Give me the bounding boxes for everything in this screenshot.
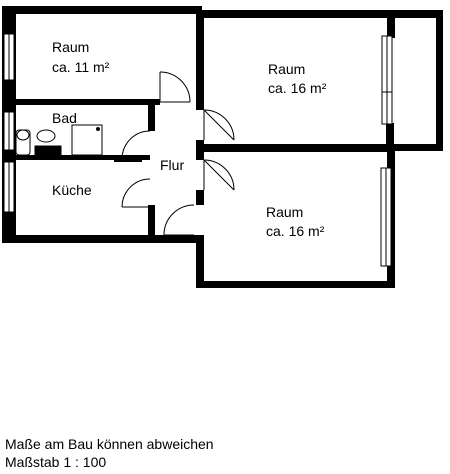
scale-text: Maßstab 1 : 100 xyxy=(5,454,107,470)
room-name-top-left: Raum xyxy=(52,39,89,55)
kitchen-fixtures xyxy=(114,159,142,162)
room-name-kitchen: Küche xyxy=(52,182,92,198)
room-area-bottom-right: ca. 16 m² xyxy=(266,223,325,239)
counter-icon xyxy=(114,159,142,162)
sink-icon xyxy=(34,145,62,157)
room-name-hallway: Flur xyxy=(160,157,184,173)
bathroom-fixtures xyxy=(15,124,103,157)
disclaimer-text: Maße am Bau können abweichen xyxy=(5,436,214,452)
room-name-bottom-right: Raum xyxy=(266,204,303,220)
doors xyxy=(121,71,235,236)
room-area-top-left: ca. 11 m² xyxy=(52,59,110,75)
room-name-top-right: Raum xyxy=(268,61,305,77)
room-area-top-right: ca. 16 m² xyxy=(268,80,327,96)
window-mullions xyxy=(8,34,392,266)
room-name-bathroom: Bad xyxy=(52,110,77,126)
